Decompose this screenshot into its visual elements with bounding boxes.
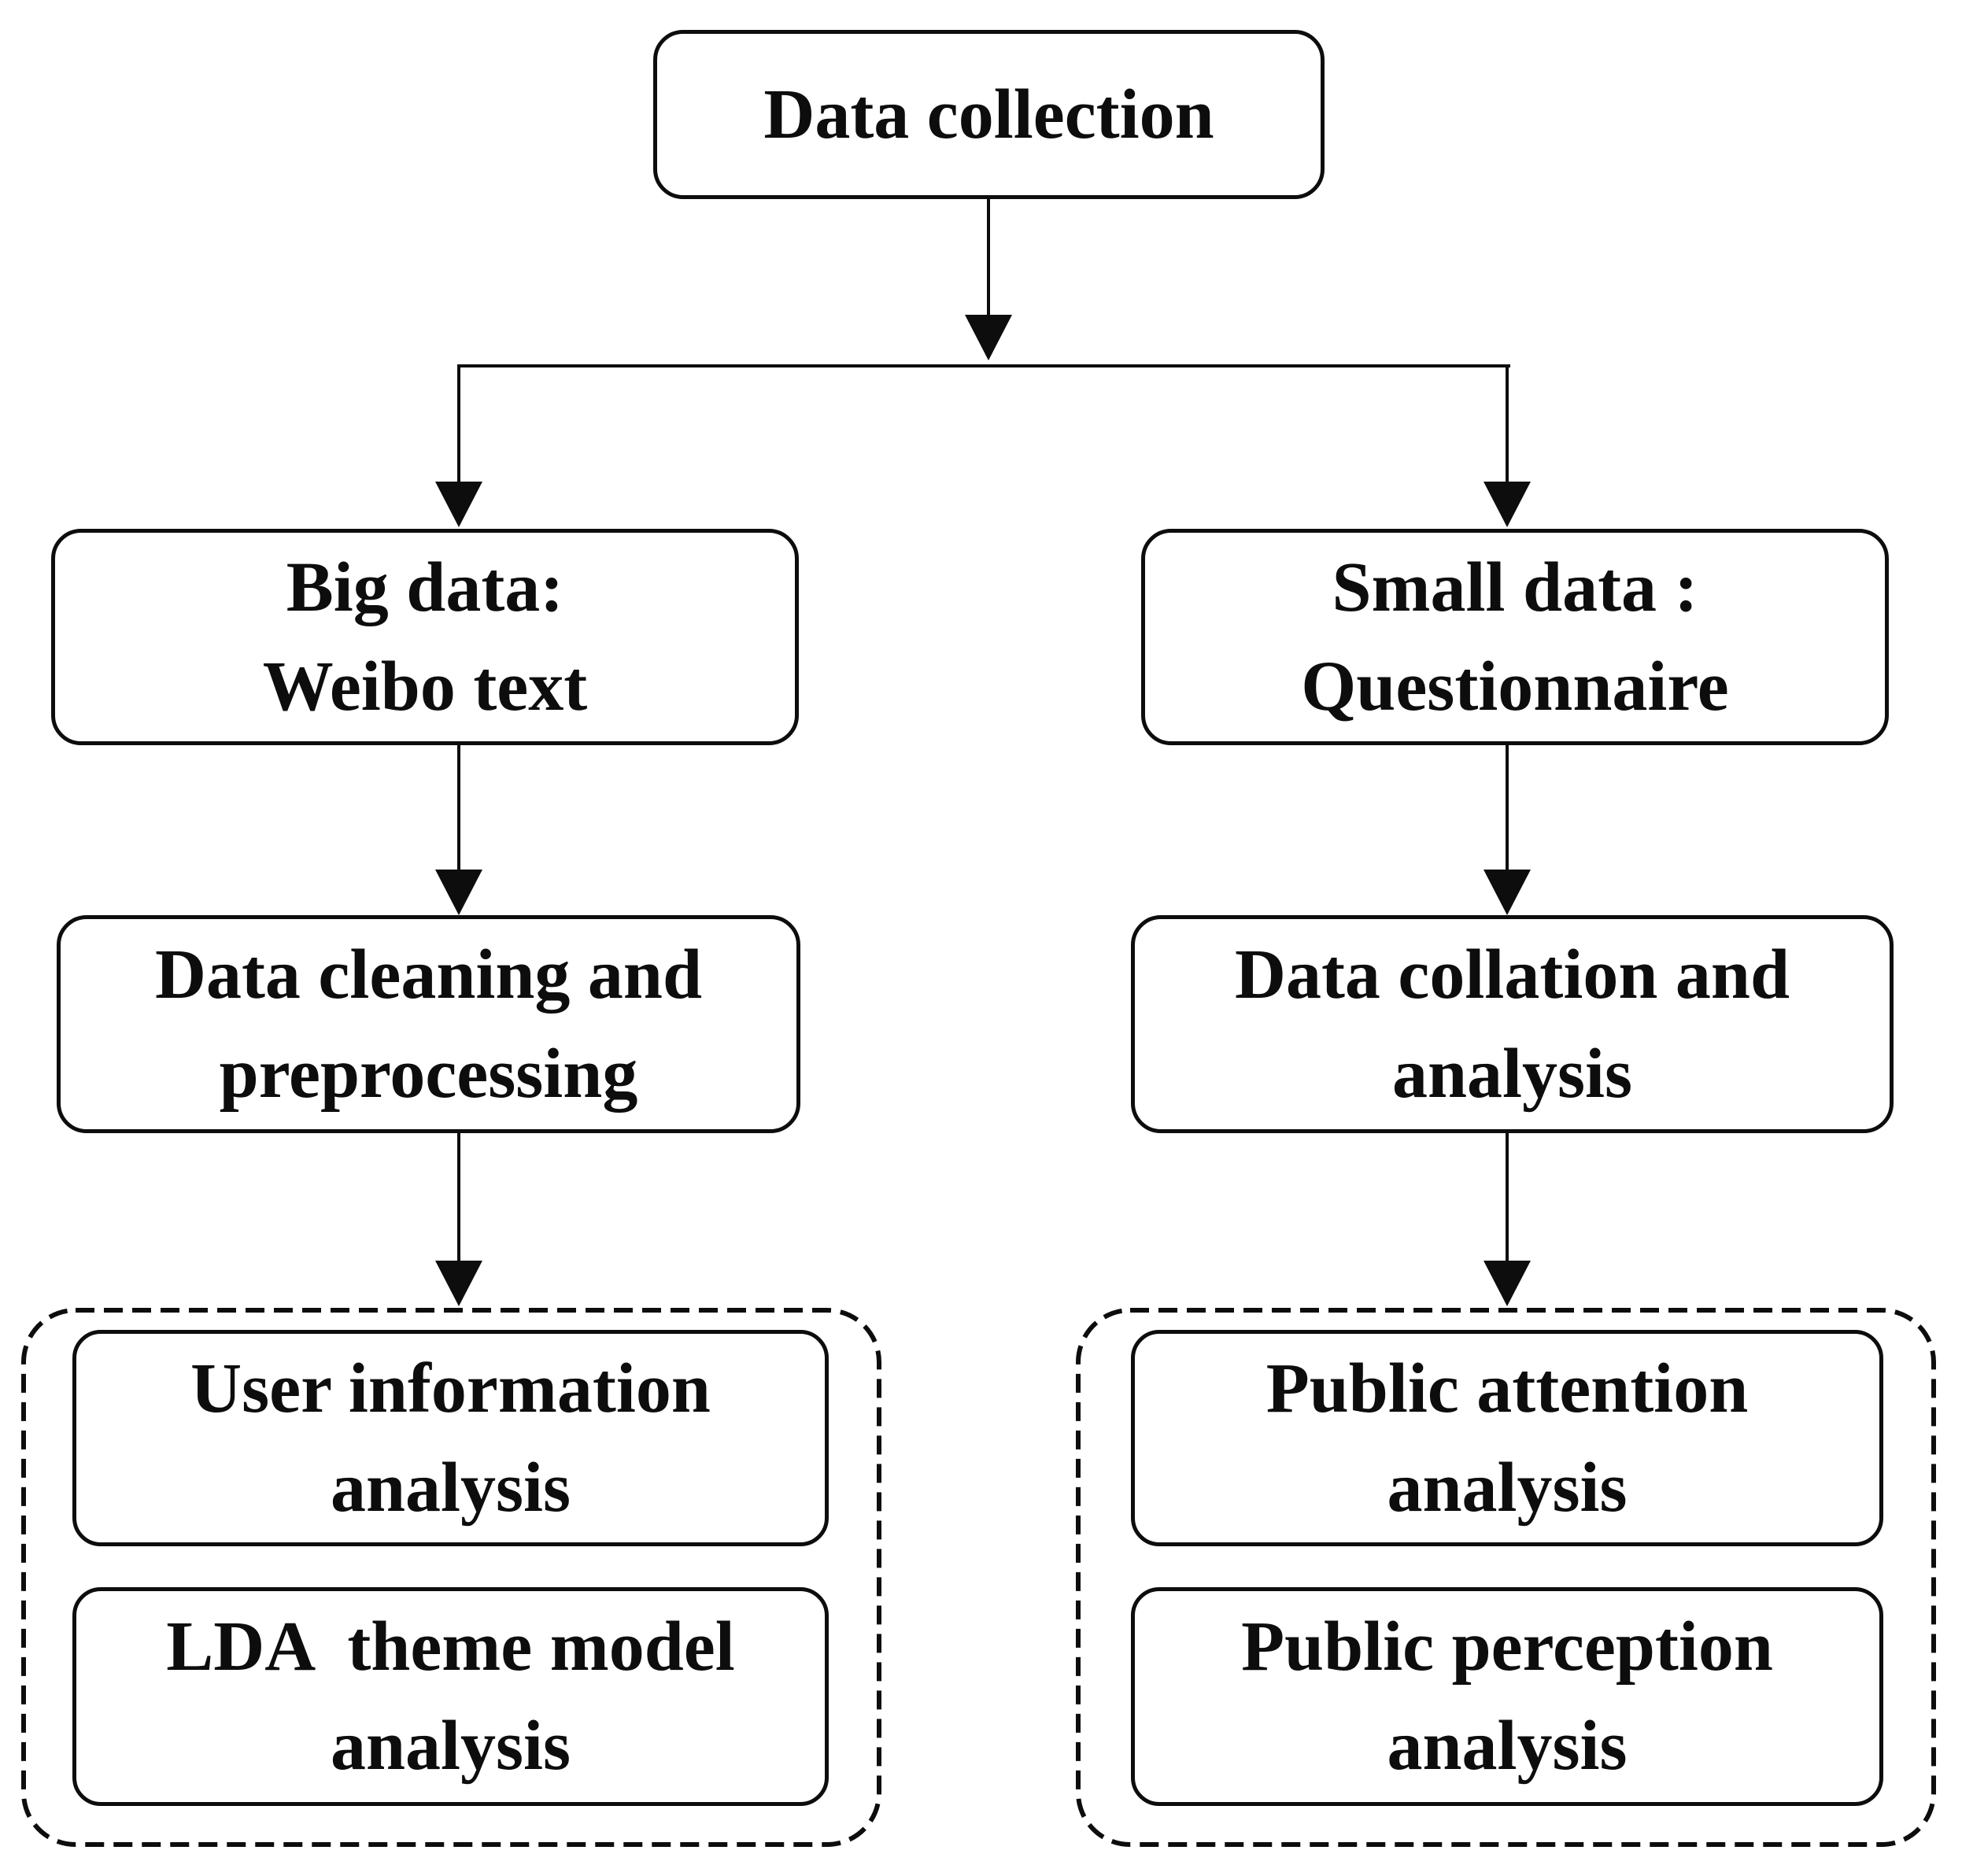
node-lda-analysis-line1: LDA theme model xyxy=(166,1608,735,1686)
arrowhead-cleaning-to-weibo-group xyxy=(435,1261,482,1306)
node-data-collection-label: Data collection xyxy=(763,75,1214,153)
arrowhead-smalldata-to-collation xyxy=(1484,870,1531,915)
arrowhead-drop-left xyxy=(435,482,482,527)
connector-cleaning-to-weibo-group xyxy=(457,1133,460,1261)
node-lda-analysis: LDA theme model analysis xyxy=(72,1587,829,1806)
node-big-data-line2: Weibo text xyxy=(262,647,588,726)
dashed-border-weibo-group xyxy=(21,1308,881,1847)
connector-smalldata-to-collation xyxy=(1506,745,1509,870)
node-data-cleaning-line2: preprocessing xyxy=(219,1034,638,1113)
node-data-collation-line2: analysis xyxy=(1391,1034,1633,1113)
connector-collation-to-questionnaire-group xyxy=(1506,1133,1509,1261)
node-public-attention-line2: analysis xyxy=(1387,1448,1628,1527)
node-lda-analysis-line2: analysis xyxy=(330,1707,571,1785)
node-public-perception: Public perception analysis xyxy=(1131,1587,1883,1806)
node-data-cleaning-line1: Data cleaning and xyxy=(154,935,703,1014)
node-user-info-analysis-line2: analysis xyxy=(330,1448,571,1527)
arrowhead-bigdata-to-cleaning xyxy=(435,870,482,915)
group-weibo-analysis: User information analysis LDA theme mode… xyxy=(21,1308,881,1847)
connector-bigdata-to-cleaning xyxy=(457,745,460,870)
arrowhead-main xyxy=(965,315,1012,360)
node-data-collection: Data collection xyxy=(653,30,1325,199)
group-questionnaire-analysis: Public attention analysis Public percept… xyxy=(1076,1308,1936,1847)
arrowhead-collation-to-questionnaire-group xyxy=(1484,1261,1531,1306)
node-user-info-analysis-line1: User information xyxy=(190,1349,711,1427)
node-public-attention-line1: Public attention xyxy=(1266,1349,1749,1427)
connector-stem-main xyxy=(987,199,990,317)
node-data-cleaning: Data cleaning and preprocessing xyxy=(57,915,800,1133)
node-data-collation-line1: Data collation and xyxy=(1234,935,1790,1014)
node-user-info-analysis: User information analysis xyxy=(72,1330,829,1546)
dashed-border-questionnaire-group xyxy=(1076,1308,1936,1847)
node-public-perception-line2: analysis xyxy=(1387,1707,1628,1785)
connector-drop-right xyxy=(1506,367,1509,482)
connector-split-bar xyxy=(457,364,1510,367)
node-public-perception-line1: Public perception xyxy=(1241,1608,1773,1686)
arrowhead-drop-right xyxy=(1484,482,1531,527)
node-public-attention: Public attention analysis xyxy=(1131,1330,1883,1546)
node-small-data: Small data : Questionnaire xyxy=(1141,529,1889,745)
node-data-collation: Data collation and analysis xyxy=(1131,915,1894,1133)
node-big-data-line1: Big data: xyxy=(286,548,564,626)
connector-drop-left xyxy=(457,367,460,482)
node-big-data: Big data: Weibo text xyxy=(51,529,799,745)
node-small-data-line2: Questionnaire xyxy=(1301,647,1729,726)
node-small-data-line1: Small data : xyxy=(1332,548,1698,626)
